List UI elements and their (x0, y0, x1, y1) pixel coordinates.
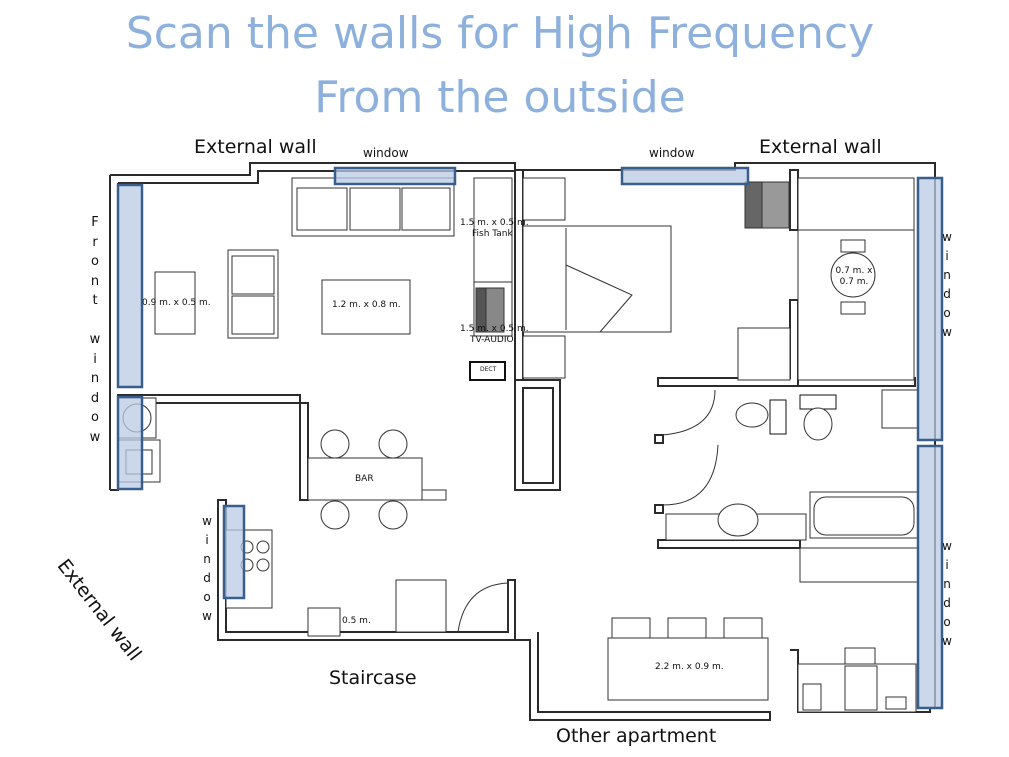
fish-tank-size-label: 1.5 m. x 0.5 m. (460, 218, 529, 228)
door-bathroom-2 (662, 444, 719, 506)
coffee-table-label: 1.2 m. x 0.8 m. (332, 300, 401, 310)
bar-table (307, 457, 423, 501)
kitchen-window-label: w i n d o w (202, 514, 212, 623)
right-window-upper (916, 176, 944, 442)
side-table (154, 271, 196, 335)
window-label-top-right: window (649, 146, 695, 160)
kitchen-sink-label: 0.5 m. (342, 616, 371, 626)
tv-label: TV-AUDIO (470, 335, 514, 345)
front-window (116, 183, 144, 389)
title-line-1: Scan the walls for High Frequency (125, 8, 875, 59)
other-apartment-label: Other apartment (556, 725, 717, 747)
toilet-left (735, 402, 769, 428)
tv-size-label: 1.5 m. x 0.5 m. (460, 324, 529, 334)
window-top-right (620, 166, 750, 186)
bottom-wall (515, 632, 771, 721)
window-top-left (333, 166, 457, 186)
laundry-window (116, 395, 144, 491)
dresser (797, 177, 915, 231)
front-window-label: F r o n t w i n d o w (89, 215, 101, 445)
staircase-label: Staircase (329, 667, 417, 689)
round-table (830, 252, 876, 298)
dect-label: DECT (480, 366, 497, 373)
bar-label: BAR (355, 474, 374, 484)
toilet-right (799, 394, 837, 410)
external-wall-label-left: External wall (194, 136, 317, 158)
fish-tank-label: Fish Tank (472, 229, 513, 239)
right-window-lower-label: w i n d o w (942, 539, 952, 648)
kitchen-window (222, 504, 246, 600)
external-wall-label-right: External wall (759, 136, 882, 158)
title-line-2: From the outside (314, 72, 686, 123)
door-bathroom-1 (662, 389, 716, 436)
dect-base (469, 361, 506, 381)
right-window-upper-label: w i n d o w (942, 230, 952, 339)
door-entrance (457, 582, 509, 633)
fish-tank-cabinet (473, 177, 513, 283)
right-window-lower (916, 444, 944, 710)
window-label-top-left: window (363, 146, 409, 160)
coffee-table (321, 279, 411, 335)
side-table-label: 0.9 m. x 0.5 m. (142, 298, 211, 308)
dining-table-label: 2.2 m. x 0.9 m. (655, 662, 724, 672)
kitchen-sink (307, 607, 341, 637)
dining-table (607, 637, 769, 701)
round-table-label: 0.7 m. x 0.7 m. (835, 266, 873, 287)
